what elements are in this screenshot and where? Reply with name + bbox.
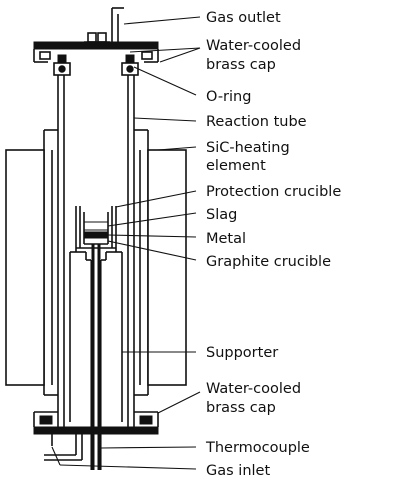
graphite-crucible [83,212,109,245]
gas-outlet-pipe [111,7,124,42]
reaction-tube [57,75,135,430]
protection-crucible [75,206,117,252]
label-sic-heating-2: element [206,158,266,174]
label-slag: Slag [206,207,237,223]
furnace-shell [43,129,149,396]
label-protection-crucible: Protection crucible [206,184,341,200]
metal-bath [83,231,109,239]
slag-layer [84,221,108,231]
label-metal: Metal [206,231,246,247]
label-water-cooled-bottom-1: Water-cooled [206,381,301,397]
label-water-cooled-top-1: Water-cooled [206,38,301,54]
labels: Gas outlet Water-cooled brass cap O-ring… [205,10,341,479]
o-ring-top [53,62,139,76]
label-o-ring: O-ring [206,89,251,105]
label-water-cooled-bottom-2: brass cap [206,400,276,416]
label-gas-inlet: Gas inlet [206,463,270,479]
gas-inlet-pipe [44,434,83,461]
label-water-cooled-top-2: brass cap [206,57,276,73]
sic-heating-element [5,149,187,386]
label-graphite-crucible: Graphite crucible [206,254,331,270]
label-supporter: Supporter [206,345,278,361]
label-thermocouple: Thermocouple [205,440,310,456]
label-reaction-tube: Reaction tube [206,114,307,130]
label-gas-outlet: Gas outlet [206,10,281,26]
label-sic-heating-1: SiC-heating [206,140,290,156]
leader-lines [51,16,201,470]
top-brass-cap [33,32,159,64]
thermocouple [90,244,102,470]
bottom-brass-cap [33,411,159,446]
supporter [69,251,123,422]
